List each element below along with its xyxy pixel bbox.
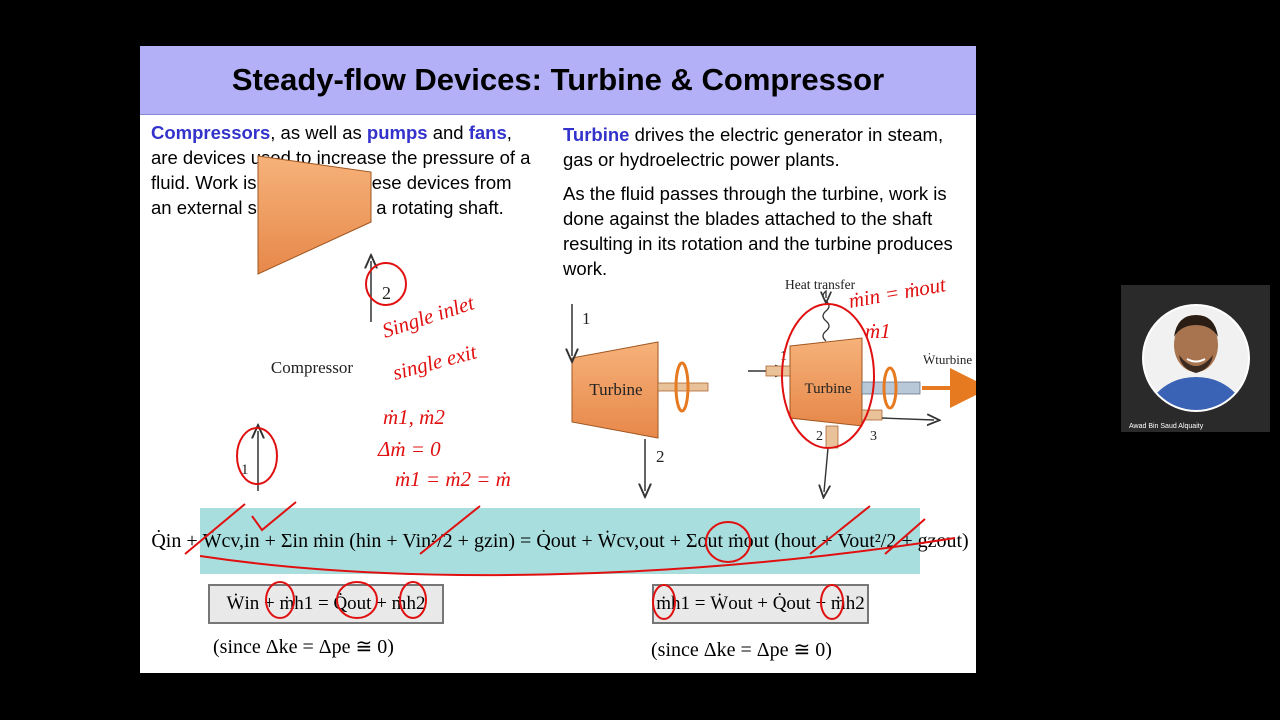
turbine2-port-1: 1 [780,349,787,364]
turbine-port-2: 2 [656,447,665,466]
keyword-turbine: Turbine [563,124,630,145]
keyword-compressors: Compressors [151,122,271,143]
turbine2-inlet-pipe [765,365,791,377]
turbine-note: (since Δke = Δpe ≅ 0) [651,639,832,661]
keyword-pumps: pumps [366,122,428,143]
text-span: , as well as [270,122,367,143]
turbine2-outlet-3 [861,409,883,421]
compressor-port-1: 1 [241,462,249,478]
slide: Steady-flow Devices: Turbine & Compresso… [140,46,976,673]
keyword-fans: fans [468,122,507,143]
webcam-avatar [1142,304,1250,412]
diagrams-layer: Compressor 1 2 Turbine 1 2 Heat tr [241,155,976,673]
turbine2-port-3: 3 [870,429,877,444]
turbine-diagram: Turbine 1 2 [571,304,709,491]
text-span: and [427,122,469,143]
compressor-description: Compressors, as well as pumps and fans, … [151,120,531,220]
heat-transfer-label: Heat transfer [785,277,856,292]
turbine2-shaft [861,381,921,395]
turbine-equation: ṁh1 = Ẇout + Q̇out + ṁh2 [652,584,869,624]
webcam-name: Awad Bin Saud Alquaity [1129,423,1204,430]
turbine2-outlet-2 [825,425,839,449]
turbine-paragraph-1: Turbine drives the electric generator in… [563,122,963,172]
turbine2-outlet3-line [881,418,934,420]
turbine-heat-diagram: Heat transfer Ẇturbine Turbine 1 2 3 [748,277,976,492]
turbine-port-1: 1 [582,309,591,328]
slide-title: Steady-flow Devices: Turbine & Compresso… [231,62,885,97]
rotation-arrow-icon [882,366,898,410]
turbine-description: Turbine drives the electric generator in… [563,122,963,290]
compressor-diagram: Compressor 1 2 [241,155,391,491]
turbine2-label: Turbine [805,381,852,397]
text-span: drives the electric generator in steam, … [563,124,944,170]
energy-equation: Q̇in + Ẇcv,in + Σin ṁin (hin + Vin²/2 + … [151,529,969,552]
title-bar: Steady-flow Devices: Turbine & Compresso… [140,46,976,115]
turbine2-outlet-line [824,447,828,492]
heat-transfer-arrow [823,289,829,342]
compressor-body [257,155,372,275]
webcam-tile[interactable]: Awad Bin Saud Alquaity [1121,285,1270,432]
energy-equation-band: Q̇in + Ẇcv,in + Σin ṁin (hin + Vin²/2 + … [151,508,969,574]
work-turbine-label: Ẇturbine [923,352,972,367]
turbine-body [571,341,659,439]
compressor-port-2: 2 [382,283,391,303]
compressor-label: Compressor [271,358,354,377]
turbine-label: Turbine [589,380,642,399]
compressor-note: (since Δke = Δpe ≅ 0) [213,636,394,658]
rotation-arrow-icon [674,361,690,413]
turbine2-port-2: 2 [816,429,823,444]
turbine-paragraph-2: As the fluid passes through the turbine,… [563,183,953,279]
compressor-equation: Ẇin + ṁh1 = Q̇out + ṁh2 [208,584,444,624]
turbine-shaft [657,382,709,392]
